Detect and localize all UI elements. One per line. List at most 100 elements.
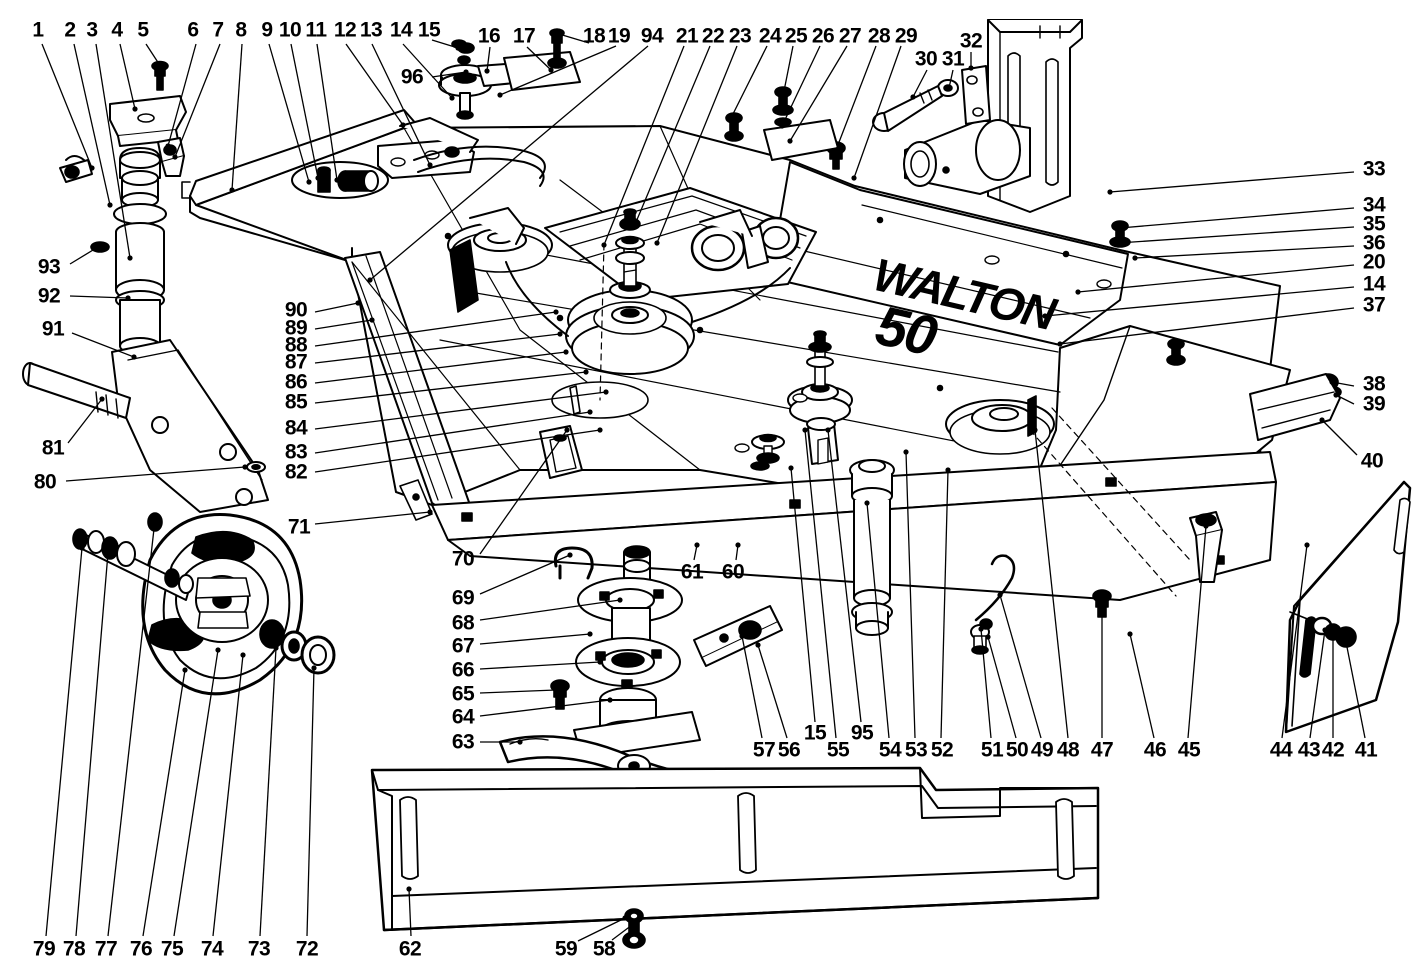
callout-number-87: 87: [284, 350, 308, 374]
leader-line-66: [479, 661, 601, 670]
leader-line-46: [1129, 633, 1155, 739]
leader-line-71: [314, 511, 431, 525]
leader-endpoint-1: [89, 165, 95, 171]
callout-number-54: 54: [878, 738, 902, 762]
leader-endpoint-67: [587, 631, 593, 637]
callout-number-40: 40: [1360, 449, 1384, 473]
callout-number-14b: 14: [1362, 272, 1386, 296]
leader-endpoint-14: [449, 95, 455, 101]
leader-line-43: [1309, 629, 1326, 739]
leader-line-92: [69, 295, 129, 299]
leader-endpoint-22: [633, 219, 639, 225]
callout-number-91: 91: [41, 317, 65, 341]
callout-number-69: 69: [451, 586, 475, 610]
callout-number-25: 25: [784, 24, 808, 48]
leader-endpoint-84: [603, 389, 609, 395]
leader-line-41: [1344, 636, 1366, 739]
leader-endpoint-50: [985, 634, 991, 640]
left-wheel-assembly: [72, 512, 336, 696]
leader-endpoint-15b: [788, 465, 794, 471]
leader-endpoint-8: [229, 187, 235, 193]
leader-endpoint-88: [553, 309, 559, 315]
leader-endpoint-71: [427, 509, 433, 515]
leader-line-15: [431, 39, 459, 49]
callout-number-65: 65: [451, 682, 475, 706]
leader-endpoint-21: [601, 242, 607, 248]
callout-number-52: 52: [930, 738, 954, 762]
leader-endpoint-37: [1057, 341, 1063, 347]
leader-line-78: [75, 552, 109, 937]
leader-line-13: [371, 43, 431, 166]
callout-number-60: 60: [721, 560, 745, 584]
callout-number-29: 29: [894, 24, 918, 48]
callout-number-82: 82: [284, 460, 308, 484]
leader-line-12: [345, 43, 404, 126]
leader-endpoint-56: [755, 642, 761, 648]
leader-endpoint-35: [1115, 240, 1121, 246]
callout-number-21: 21: [675, 24, 699, 48]
leader-line-4: [119, 43, 136, 110]
leader-endpoint-75: [215, 647, 221, 653]
leader-line-20: [1077, 264, 1355, 293]
callout-number-41: 41: [1354, 738, 1378, 762]
callout-number-67: 67: [451, 634, 475, 658]
leader-endpoint-90: [355, 300, 361, 306]
callout-number-88: 88: [284, 333, 308, 357]
leader-line-53: [905, 451, 916, 739]
callout-number-45: 45: [1177, 738, 1201, 762]
leader-line-23: [656, 45, 738, 244]
callout-number-27: 27: [838, 24, 862, 48]
callout-number-37: 37: [1362, 293, 1386, 317]
leader-endpoint-14b: [1042, 313, 1048, 319]
leader-line-90: [314, 302, 359, 313]
leader-line-74: [212, 654, 244, 937]
leader-line-6: [167, 43, 197, 147]
leader-endpoint-80: [242, 464, 248, 470]
callout-number-30: 30: [914, 47, 938, 71]
leader-endpoint-69: [567, 552, 573, 558]
leader-endpoint-64: [607, 697, 613, 703]
callout-number-28: 28: [867, 24, 891, 48]
leader-line-87: [314, 333, 561, 364]
leader-endpoint-6: [165, 143, 171, 149]
callout-number-5: 5: [137, 18, 149, 42]
leader-endpoint-16: [484, 68, 490, 74]
leader-line-35: [1117, 226, 1355, 244]
callout-number-79: 79: [32, 937, 56, 961]
part-58-59-bolt: [622, 908, 646, 949]
callout-number-49: 49: [1030, 738, 1054, 762]
leader-endpoint-82: [597, 427, 603, 433]
callout-number-62: 62: [398, 937, 422, 961]
leader-line-33: [1109, 171, 1355, 193]
leader-line-19: [499, 45, 617, 96]
callout-number-92: 92: [37, 284, 61, 308]
leader-line-89: [314, 319, 373, 330]
leader-endpoint-3: [127, 255, 133, 261]
part-1-clip: [59, 155, 93, 183]
leader-endpoint-4: [132, 106, 138, 112]
callout-number-20: 20: [1362, 250, 1386, 274]
part-9-10-11-roller-assembly: [291, 161, 389, 199]
leader-line-96: [431, 71, 467, 78]
leader-line-40: [1321, 419, 1358, 456]
leader-line-95: [827, 429, 862, 723]
callout-number-48: 48: [1056, 738, 1080, 762]
leader-line-50: [987, 636, 1017, 739]
leader-line-69: [479, 554, 571, 595]
leader-line-68: [479, 599, 621, 621]
callout-number-93: 93: [37, 255, 61, 279]
leader-endpoint-28: [833, 147, 839, 153]
leader-line-55: [804, 429, 837, 739]
leader-endpoint-15: [455, 45, 461, 51]
leader-endpoint-49: [997, 592, 1003, 598]
leader-line-94: [369, 45, 649, 281]
center-main-pulley: [551, 208, 695, 419]
leader-endpoint-85: [583, 369, 589, 375]
leader-line-70: [479, 429, 568, 555]
leader-endpoint-32: [968, 65, 974, 71]
callout-number-86: 86: [284, 370, 308, 394]
leader-endpoint-18: [556, 31, 562, 37]
rear-roller-bracket-assembly: [872, 19, 1083, 213]
leader-endpoint-91: [131, 354, 137, 360]
